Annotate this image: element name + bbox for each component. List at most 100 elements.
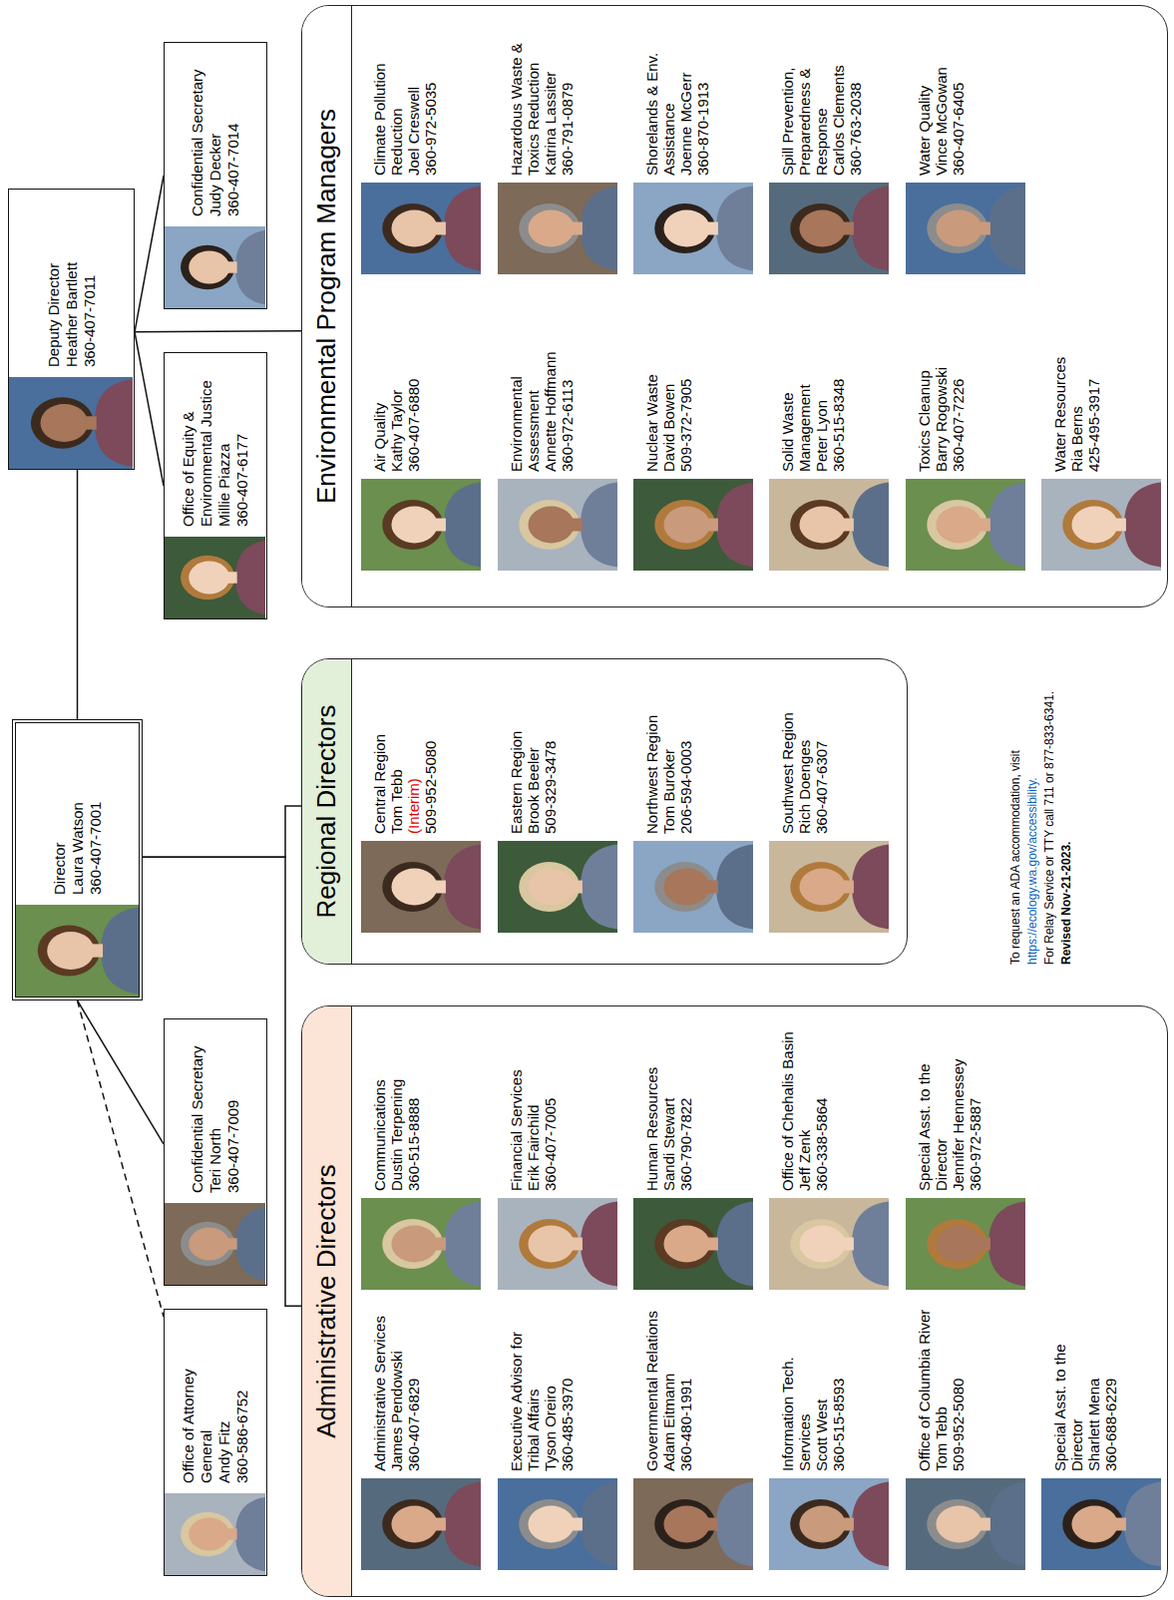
phone-number: 509-952-5080 [949,1304,967,1472]
photo-background [164,1202,266,1285]
staff-entry: Shorelands & Env. AssistanceJoenne McGer… [633,14,754,275]
portrait-photo [1041,478,1162,571]
person-name: Kathy Taylor [388,315,405,472]
person-name: Jeff Zenk [795,1024,813,1191]
photo-background [633,478,754,571]
photo-face [527,210,574,248]
phone-number: 509-329-3478 [541,672,559,834]
photo-shoulders [443,1482,481,1567]
director-box: DirectorLaura Watson360-407-7001 [11,719,143,1001]
photo-shoulders [988,1482,1026,1567]
photo-hair [37,924,100,976]
unit-title: Special Asst. to the Director [915,1024,950,1191]
person-name: Laura Watson [68,731,87,895]
secretary-box: Confidential SecretaryTeri North360-407-… [163,1018,268,1286]
photo-hair [382,203,443,254]
reporting-line [134,175,164,333]
staff-entry: Special Asst. to the DirectorSharlett Me… [1041,1300,1162,1570]
photo-face [663,868,710,906]
photo-shoulders [716,1482,754,1567]
person-name: David Bowen [660,315,678,472]
unit-title: Solid Waste Management [779,315,813,472]
photo-shoulders [716,482,754,568]
portrait-photo [633,1197,754,1290]
phone-number: 360-338-5864 [812,1024,830,1191]
photo-shoulders [1124,1482,1162,1567]
staff-entry: Environmental AssessmentAnnette Hoffmann… [497,311,618,571]
photo-face [663,1225,710,1263]
photo-background [164,1493,266,1575]
person-name: Adam Eitmann [660,1304,678,1472]
staff-entry: Climate Pollution ReductionJoel Creswell… [361,14,481,275]
photo-shoulders [851,1201,889,1287]
staff-entry: Air QualityKathy Taylor360-407-6880 [361,311,481,571]
unit-title: Administrative Services [371,1304,389,1472]
phone-number: 425-495-3917 [1085,315,1103,472]
portrait-photo [633,478,754,571]
photo-background [769,840,889,933]
phone-number: 360-407-7009 [224,1028,243,1193]
reporting-line [77,1000,165,1317]
unit-title: Water Resources [1051,315,1069,472]
unit-title: Water Quality [915,18,933,176]
portrait-photo [769,1478,889,1570]
photo-hair [180,1221,235,1266]
unit-title: Human Resources [643,1024,661,1191]
photo-face [798,1225,845,1263]
person-name: Tom Buroker [660,672,678,834]
photo-shoulders [580,482,618,568]
staff-entry: Eastern RegionBrook Beeler509-329-3478 [497,668,618,933]
staff-entry: Information Tech. ServicesScott West360-… [769,1300,889,1570]
photo-face [798,1506,845,1544]
phone-number: 360-480-1991 [677,1304,695,1472]
photo-background [905,182,1026,275]
photo-background [361,478,481,571]
photo-shoulders [94,379,133,467]
person-name: Annette Hoffmann [541,315,559,472]
portrait-photo [8,377,133,469]
photo-hair [789,499,851,550]
photo-face [798,868,845,906]
person-name: Sharlett Mena [1085,1304,1103,1472]
phone-number: 360-790-7822 [677,1024,695,1191]
person-name: Peter Lyon [812,315,830,472]
portrait-photo [497,1197,618,1290]
photo-face [663,210,710,248]
photo-face [935,210,982,248]
interim-note: (Interim) [404,672,422,834]
unit-title: Shorelands & Env. Assistance [643,18,678,176]
phone-number: 360-407-6880 [404,315,422,472]
staff-entry: Office of Columbia RiverTom Tebb509-952-… [905,1300,1026,1570]
unit-title: Office of Columbia River [915,1304,933,1472]
photo-background [1041,478,1162,571]
photo-shoulders [443,1201,481,1287]
staff-entry: Toxics CleanupBarry Rogowski360-407-7226 [905,311,1026,571]
person-name: Erik Fairchild [524,1024,542,1191]
photo-face [935,506,982,544]
photo-background [905,1478,1026,1570]
panel-header-band: Administrative Directors [302,1006,353,1596]
unit-title: Special Asst. to the Director [1051,1304,1086,1472]
person-name: Joel Creswell [404,18,422,176]
staff-entry: Governmental RelationsAdam Eitmann360-48… [633,1300,754,1570]
phone-number: 509-372-7905 [677,315,695,472]
portrait-photo [164,536,266,619]
photo-hair [180,1512,235,1557]
staff-entry: Water QualityVince McGowan360-407-6405 [905,14,1026,275]
portrait-photo [497,840,618,933]
phone-number: 360-407-6829 [404,1304,422,1472]
photo-face [391,1506,437,1544]
phone-number: 360-485-3970 [558,1304,576,1472]
office-box: Office of Attorney GeneralAndy Fitz360-5… [163,1308,268,1576]
person-name: Dustin Terpening [388,1024,405,1191]
person-name: Sandi Stewart [660,1024,678,1191]
portrait-photo [497,182,618,275]
staff-entry: Southwest RegionRich Doenges360-407-6307 [769,668,889,933]
unit-title: Climate Pollution Reduction [371,18,405,176]
person-name: Teri North [206,1028,225,1193]
phone-number: 360-407-7001 [86,731,105,895]
photo-background [361,1478,481,1570]
footnote-text: For Relay Service or TTY call 711 or 877… [1041,645,1059,965]
phone-number: 360-407-6307 [812,672,830,834]
